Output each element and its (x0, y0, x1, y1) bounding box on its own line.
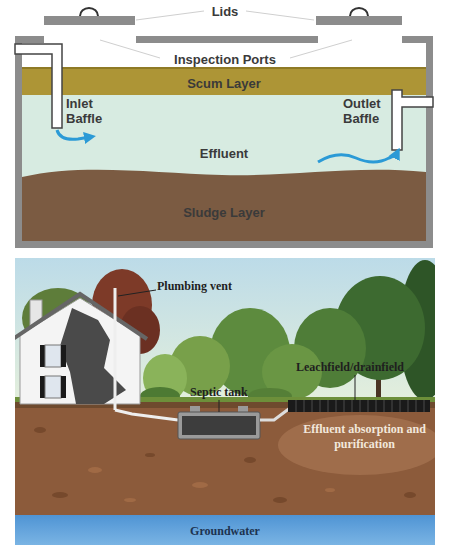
tank-shell (15, 241, 433, 248)
house (40, 376, 45, 398)
leachfield-symbol (296, 400, 424, 412)
tank-shell (15, 36, 433, 248)
house (45, 376, 61, 398)
band-outline (22, 170, 426, 241)
leader-line (290, 40, 352, 58)
tank-shell (15, 36, 22, 248)
soil (88, 467, 102, 473)
part-label: Plumbing vent (157, 279, 267, 294)
septic-tank-symbol (182, 416, 256, 435)
leader-line (219, 400, 220, 412)
band-label: Scum Layer (22, 76, 426, 91)
leader-line (100, 40, 160, 58)
band-label: Effluent (22, 146, 426, 161)
part-label: Inlet Baffle (66, 96, 114, 126)
soil (34, 427, 46, 433)
tank-lid (80, 8, 98, 16)
leader-line (355, 375, 356, 400)
house (115, 410, 178, 420)
leader-line (246, 11, 314, 20)
house (45, 345, 61, 367)
house (61, 376, 66, 398)
soil (404, 492, 416, 498)
house (20, 298, 140, 404)
leader-line (136, 11, 204, 20)
soil (273, 497, 287, 503)
soil (325, 488, 335, 492)
tank-lid (350, 8, 368, 16)
soil (192, 482, 208, 488)
groundwater-band: Groundwater (15, 515, 435, 545)
leader-line (118, 290, 355, 412)
tank-shell (426, 36, 433, 248)
tank-shell (402, 36, 433, 43)
tank-lid (316, 16, 402, 25)
tree (22, 260, 435, 405)
septic-tank-symbol (178, 406, 290, 439)
house (40, 345, 45, 367)
house (61, 345, 66, 367)
soil (52, 492, 68, 498)
soil (124, 498, 136, 502)
leachfield-symbol (288, 400, 430, 412)
part-label: Septic tank (190, 385, 280, 400)
landscape (15, 258, 435, 520)
band-outline (22, 163, 426, 241)
house (114, 288, 117, 410)
leachfield-symbol (288, 400, 430, 412)
part-label: Inspection Ports (145, 52, 305, 67)
band-label: Groundwater (15, 524, 435, 539)
septic-tank-symbol (178, 412, 260, 439)
note-label: Effluent absorption and purification (302, 422, 427, 452)
soil (278, 415, 435, 475)
part-label: Lids (195, 4, 255, 19)
landscape (15, 258, 435, 403)
tank-lid (44, 16, 135, 25)
part-label: Outlet Baffle (343, 96, 391, 126)
part-label: Leachfield/drainfield (296, 360, 431, 375)
tank-shell (15, 36, 44, 43)
house (15, 288, 178, 420)
leader-line (118, 290, 156, 296)
band-label: Sludge Layer (22, 205, 426, 220)
soil (15, 397, 435, 520)
soil (145, 453, 155, 457)
sludge-layer-band: Sludge Layer (22, 163, 426, 241)
scum-layer-band: Scum Layer (22, 67, 426, 95)
septic-tank-symbol (260, 408, 290, 420)
tank-shell (136, 36, 318, 43)
soil (244, 457, 256, 463)
